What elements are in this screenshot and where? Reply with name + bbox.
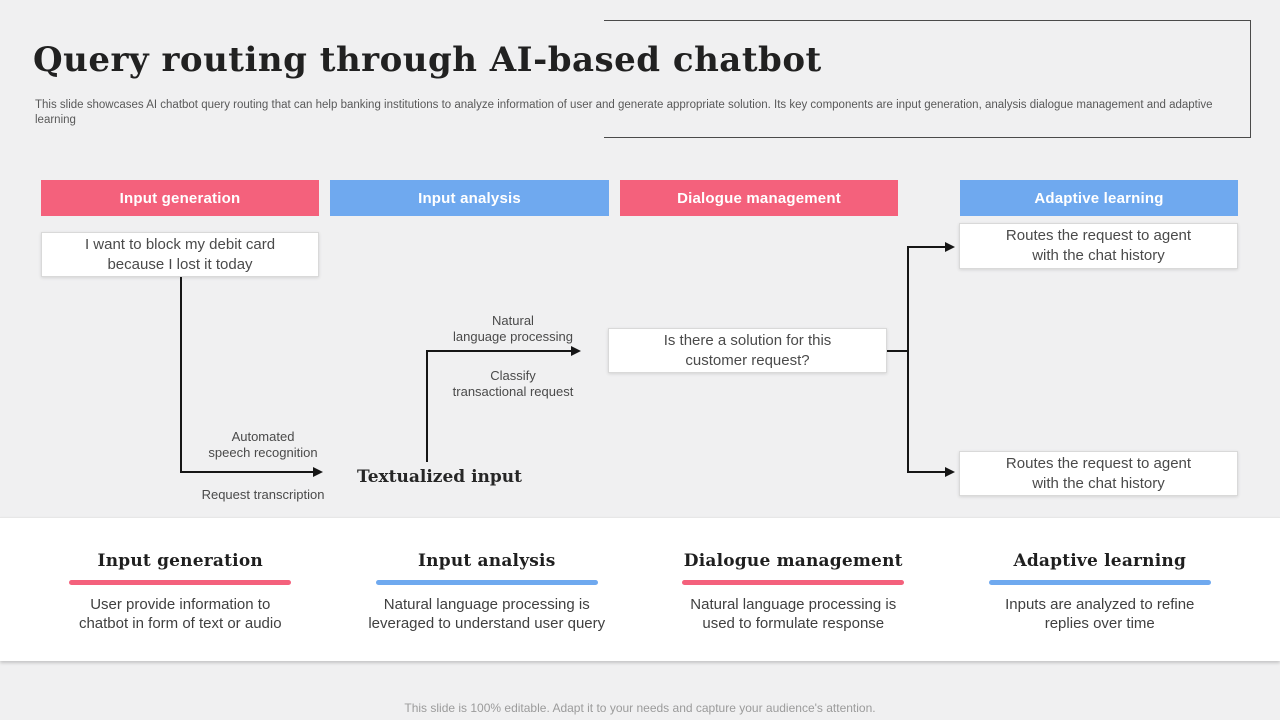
label-automated-speech-recognition: Automated speech recognition (208, 429, 318, 460)
label-request-transcription: Request transcription (201, 487, 325, 502)
legend-description: Natural language processing is used to f… (690, 596, 897, 632)
legend-title: Adaptive learning (1013, 551, 1187, 571)
connector-branch-vertical (907, 247, 909, 473)
legend-title: Dialogue management (683, 551, 903, 571)
underline-bar-blue (988, 580, 1211, 585)
arrowhead-to-solution-box (571, 346, 581, 356)
label-natural-language-processing: Natural language processing (453, 313, 573, 344)
legend-input-analysis: Input analysis Natural language processi… (334, 518, 641, 661)
phase-header-adaptive-learning: Adaptive learning (960, 180, 1238, 216)
connector-query-right (180, 471, 313, 473)
legend-adaptive-learning: Adaptive learning Inputs are analyzed to… (947, 518, 1254, 661)
flow-box-route-agent-top: Routes the request to agent with the cha… (959, 223, 1238, 269)
title-frame-border (604, 20, 1251, 138)
flow-box-route-agent-bottom: Routes the request to agent with the cha… (959, 451, 1238, 496)
label-classify-transactional-request: Classify transactional request (452, 368, 574, 399)
label-textualized-input: Textualized input (357, 467, 522, 487)
legend-description: Inputs are analyzed to refine replies ov… (1005, 596, 1195, 632)
flow-box-solution-question: Is there a solution for this customer re… (608, 328, 887, 373)
legend-title: Input analysis (418, 551, 556, 571)
connector-branch-top (907, 246, 945, 248)
page-title: Query routing through AI-based chatbot (33, 40, 822, 80)
phase-header-input-analysis: Input analysis (330, 180, 609, 216)
flow-box-user-query: I want to block my debit card because I … (41, 232, 319, 277)
legend-title: Input generation (97, 551, 263, 571)
connector-textualized-up (426, 352, 428, 462)
phase-header-input-generation: Input generation (41, 180, 319, 216)
arrowhead-to-textualized (313, 467, 323, 477)
connector-solution-right (887, 350, 909, 352)
legend-description: User provide information to chatbot in f… (78, 596, 282, 632)
arrowhead-to-route-bottom (945, 467, 955, 477)
connector-branch-bottom (907, 471, 945, 473)
phase-header-dialogue-management: Dialogue management (620, 180, 898, 216)
legend-dialogue-management: Dialogue management Natural language pro… (640, 518, 947, 661)
legend-band: Input generation User provide informatio… (0, 517, 1280, 661)
connector-query-down (180, 277, 182, 473)
underline-bar-pink (682, 580, 905, 585)
underline-bar-pink (69, 580, 292, 585)
slide-description: This slide showcases AI chatbot query ro… (35, 99, 1213, 126)
arrowhead-to-route-top (945, 242, 955, 252)
legend-input-generation: Input generation User provide informatio… (27, 518, 334, 661)
connector-to-solution (426, 350, 571, 352)
editable-footer-note: This slide is 100% editable. Adapt it to… (404, 701, 876, 715)
underline-bar-blue (375, 580, 598, 585)
legend-description: Natural language processing is leveraged… (368, 596, 606, 632)
